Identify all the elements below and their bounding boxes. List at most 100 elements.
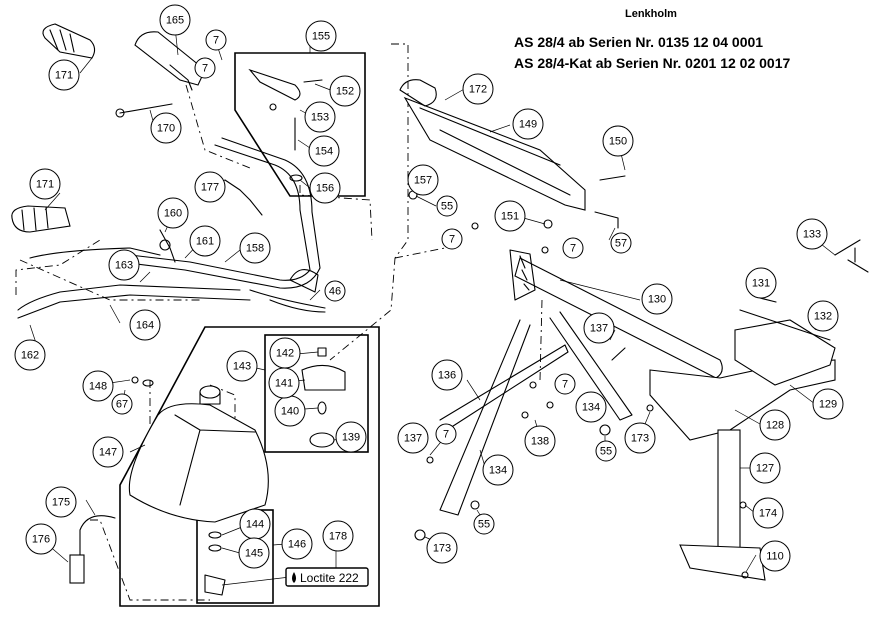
loctite-label-box bbox=[285, 567, 369, 587]
callout-label: 7 bbox=[213, 35, 219, 47]
assembly-box-143 bbox=[119, 326, 380, 607]
callout-label: 134 bbox=[489, 465, 507, 477]
callout-label: 57 bbox=[615, 238, 627, 250]
callout-148: 148 bbox=[82, 370, 114, 402]
callout-label: 134 bbox=[582, 402, 600, 414]
callout-label: 155 bbox=[312, 31, 330, 43]
callout-label: 138 bbox=[531, 436, 549, 448]
callout-152: 152 bbox=[329, 75, 361, 107]
callout-136: 136 bbox=[431, 359, 463, 391]
callout-label: 7 bbox=[562, 379, 568, 391]
callout-145: 145 bbox=[238, 537, 270, 569]
callout-138: 138 bbox=[524, 425, 556, 457]
callout-label: 173 bbox=[433, 543, 451, 555]
callout-label: 130 bbox=[648, 294, 666, 306]
callout-67: 67 bbox=[111, 393, 133, 415]
callout-7: 7 bbox=[194, 57, 216, 79]
callout-label: 162 bbox=[21, 350, 39, 362]
hinge-block bbox=[509, 249, 536, 301]
tube-130 bbox=[514, 257, 723, 379]
callout-129: 129 bbox=[812, 388, 844, 420]
callout-7: 7 bbox=[205, 29, 227, 51]
callout-label: 170 bbox=[157, 123, 175, 135]
bracket-149 bbox=[403, 96, 586, 211]
callout-label: 137 bbox=[404, 433, 422, 445]
callout-175: 175 bbox=[45, 486, 77, 518]
callout-137: 137 bbox=[583, 312, 615, 344]
callout-110: 110 bbox=[759, 540, 791, 572]
callout-label: 161 bbox=[196, 236, 214, 248]
callout-173: 173 bbox=[624, 422, 656, 454]
callout-label: 7 bbox=[202, 63, 208, 75]
rod-132 bbox=[739, 309, 831, 341]
callout-label: 137 bbox=[590, 323, 608, 335]
callout-57: 57 bbox=[610, 232, 632, 254]
callout-label: 7 bbox=[443, 429, 449, 441]
callout-label: 133 bbox=[803, 229, 821, 241]
callout-164: 164 bbox=[129, 309, 161, 341]
callout-label: 174 bbox=[759, 508, 777, 520]
strut-134-left bbox=[439, 319, 531, 516]
callout-155: 155 bbox=[305, 20, 337, 52]
filter-176 bbox=[69, 554, 85, 584]
callout-154: 154 bbox=[308, 135, 340, 167]
callout-label: 153 bbox=[311, 112, 329, 124]
callout-label: 127 bbox=[756, 463, 774, 475]
callout-130: 130 bbox=[641, 283, 673, 315]
washer-156 bbox=[289, 174, 303, 182]
callout-162: 162 bbox=[14, 339, 46, 371]
callout-149: 149 bbox=[512, 108, 544, 140]
callout-7: 7 bbox=[435, 423, 457, 445]
callout-label: 163 bbox=[115, 260, 133, 272]
callout-153: 153 bbox=[304, 101, 336, 133]
callout-label: 160 bbox=[164, 208, 182, 220]
callout-label: 165 bbox=[166, 15, 184, 27]
callout-label: 148 bbox=[89, 381, 107, 393]
loctite-label: Loctite 222 bbox=[300, 571, 359, 585]
callout-label: 173 bbox=[631, 433, 649, 445]
bolt-150 bbox=[599, 175, 626, 181]
callout-142: 142 bbox=[269, 337, 301, 369]
fuel-line-175 bbox=[79, 515, 116, 561]
callout-143: 143 bbox=[226, 350, 258, 382]
callout-137: 137 bbox=[397, 422, 429, 454]
callout-label: 178 bbox=[329, 531, 347, 543]
callout-140: 140 bbox=[274, 395, 306, 427]
callout-131: 131 bbox=[745, 267, 777, 299]
callout-label: 152 bbox=[336, 86, 354, 98]
screw-170 bbox=[119, 103, 173, 114]
callout-133: 133 bbox=[796, 218, 828, 250]
grip-171-top bbox=[42, 23, 96, 59]
callout-165: 165 bbox=[159, 4, 191, 36]
clamp-160 bbox=[159, 229, 176, 263]
callout-170: 170 bbox=[150, 112, 182, 144]
callout-label: 151 bbox=[501, 211, 519, 223]
stand-foot bbox=[679, 544, 766, 581]
callout-label: 143 bbox=[233, 361, 251, 373]
callout-label: 147 bbox=[99, 447, 117, 459]
callout-label: 177 bbox=[201, 182, 219, 194]
callout-label: 55 bbox=[441, 201, 453, 213]
callout-label: 175 bbox=[52, 497, 70, 509]
cable-46 bbox=[249, 289, 326, 309]
strut-134-right bbox=[549, 311, 633, 421]
callout-label: 55 bbox=[478, 519, 490, 531]
callout-label: 7 bbox=[449, 234, 455, 246]
callout-173: 173 bbox=[426, 532, 458, 564]
drop-icon bbox=[292, 572, 296, 583]
callout-label: 136 bbox=[438, 370, 456, 382]
callout-label: 110 bbox=[766, 551, 784, 563]
callout-146: 146 bbox=[281, 528, 313, 560]
callout-161: 161 bbox=[189, 225, 221, 257]
callout-171: 171 bbox=[29, 168, 61, 200]
callout-label: 158 bbox=[246, 243, 264, 255]
callout-label: 132 bbox=[814, 311, 832, 323]
callout-144: 144 bbox=[239, 508, 271, 540]
callout-label: 171 bbox=[55, 70, 73, 82]
fuel-cock bbox=[204, 574, 226, 596]
callout-46: 46 bbox=[324, 280, 346, 302]
callout-label: 67 bbox=[116, 399, 128, 411]
callout-127: 127 bbox=[749, 452, 781, 484]
